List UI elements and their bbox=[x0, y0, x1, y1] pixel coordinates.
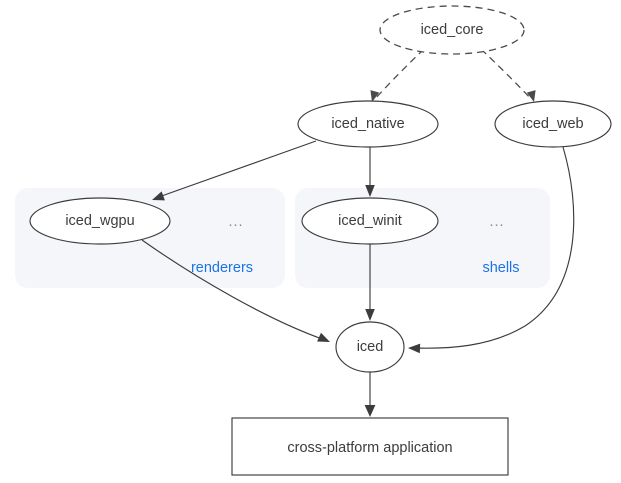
node-iced-wgpu[interactable]: iced_wgpu bbox=[29, 197, 171, 245]
cluster-shells-ellipsis: ... bbox=[489, 214, 504, 230]
node-iced-winit[interactable]: iced_winit bbox=[301, 197, 439, 245]
node-iced-web-shape[interactable] bbox=[494, 100, 612, 148]
edge-iced-to-application bbox=[364, 372, 376, 417]
edge-iced-core-to-iced-native bbox=[370, 48, 425, 102]
edge-iced-native-to-iced-winit bbox=[365, 147, 375, 197]
edge-iced-winit-to-iced bbox=[365, 244, 375, 321]
arrowhead-icon bbox=[526, 90, 536, 102]
arrowhead-icon bbox=[370, 90, 380, 102]
edge-line bbox=[373, 48, 425, 101]
cluster-shells-label[interactable]: shells bbox=[482, 260, 519, 276]
node-iced-shape[interactable] bbox=[335, 321, 405, 373]
node-application-label: cross-platform application bbox=[287, 440, 452, 456]
edge-line bbox=[412, 146, 575, 349]
node-iced-wgpu-shape[interactable] bbox=[29, 197, 171, 245]
cluster-renderers-ellipsis: ... bbox=[228, 214, 243, 230]
edge-iced-core-to-iced-web bbox=[480, 48, 536, 102]
arrowhead-icon bbox=[408, 343, 421, 354]
node-iced-native[interactable]: iced_native bbox=[297, 100, 439, 148]
node-iced-web[interactable]: iced_web bbox=[494, 100, 612, 148]
node-iced-core-shape[interactable] bbox=[379, 5, 525, 55]
edge-line bbox=[155, 140, 317, 199]
arrowhead-icon bbox=[152, 191, 165, 201]
node-cross-platform-application[interactable]: cross-platform application bbox=[231, 417, 509, 476]
arrowhead-icon bbox=[317, 332, 330, 342]
arrowhead-icon bbox=[365, 309, 375, 321]
edge-line bbox=[480, 48, 533, 101]
node-iced-core[interactable]: iced_core bbox=[379, 5, 525, 55]
edge-iced-wgpu-to-iced bbox=[141, 239, 330, 342]
edge-iced-web-to-iced bbox=[408, 146, 575, 354]
edge-line bbox=[141, 239, 326, 341]
node-iced-winit-shape[interactable] bbox=[301, 197, 439, 245]
node-application-shape[interactable] bbox=[231, 417, 509, 476]
arrowhead-icon bbox=[365, 185, 375, 197]
edge-iced-native-to-iced-wgpu bbox=[152, 140, 317, 201]
cluster-renderers-label[interactable]: renderers bbox=[191, 260, 253, 276]
node-iced[interactable]: iced bbox=[335, 321, 405, 373]
node-iced-native-shape[interactable] bbox=[297, 100, 439, 148]
arrowhead-icon bbox=[364, 405, 376, 417]
